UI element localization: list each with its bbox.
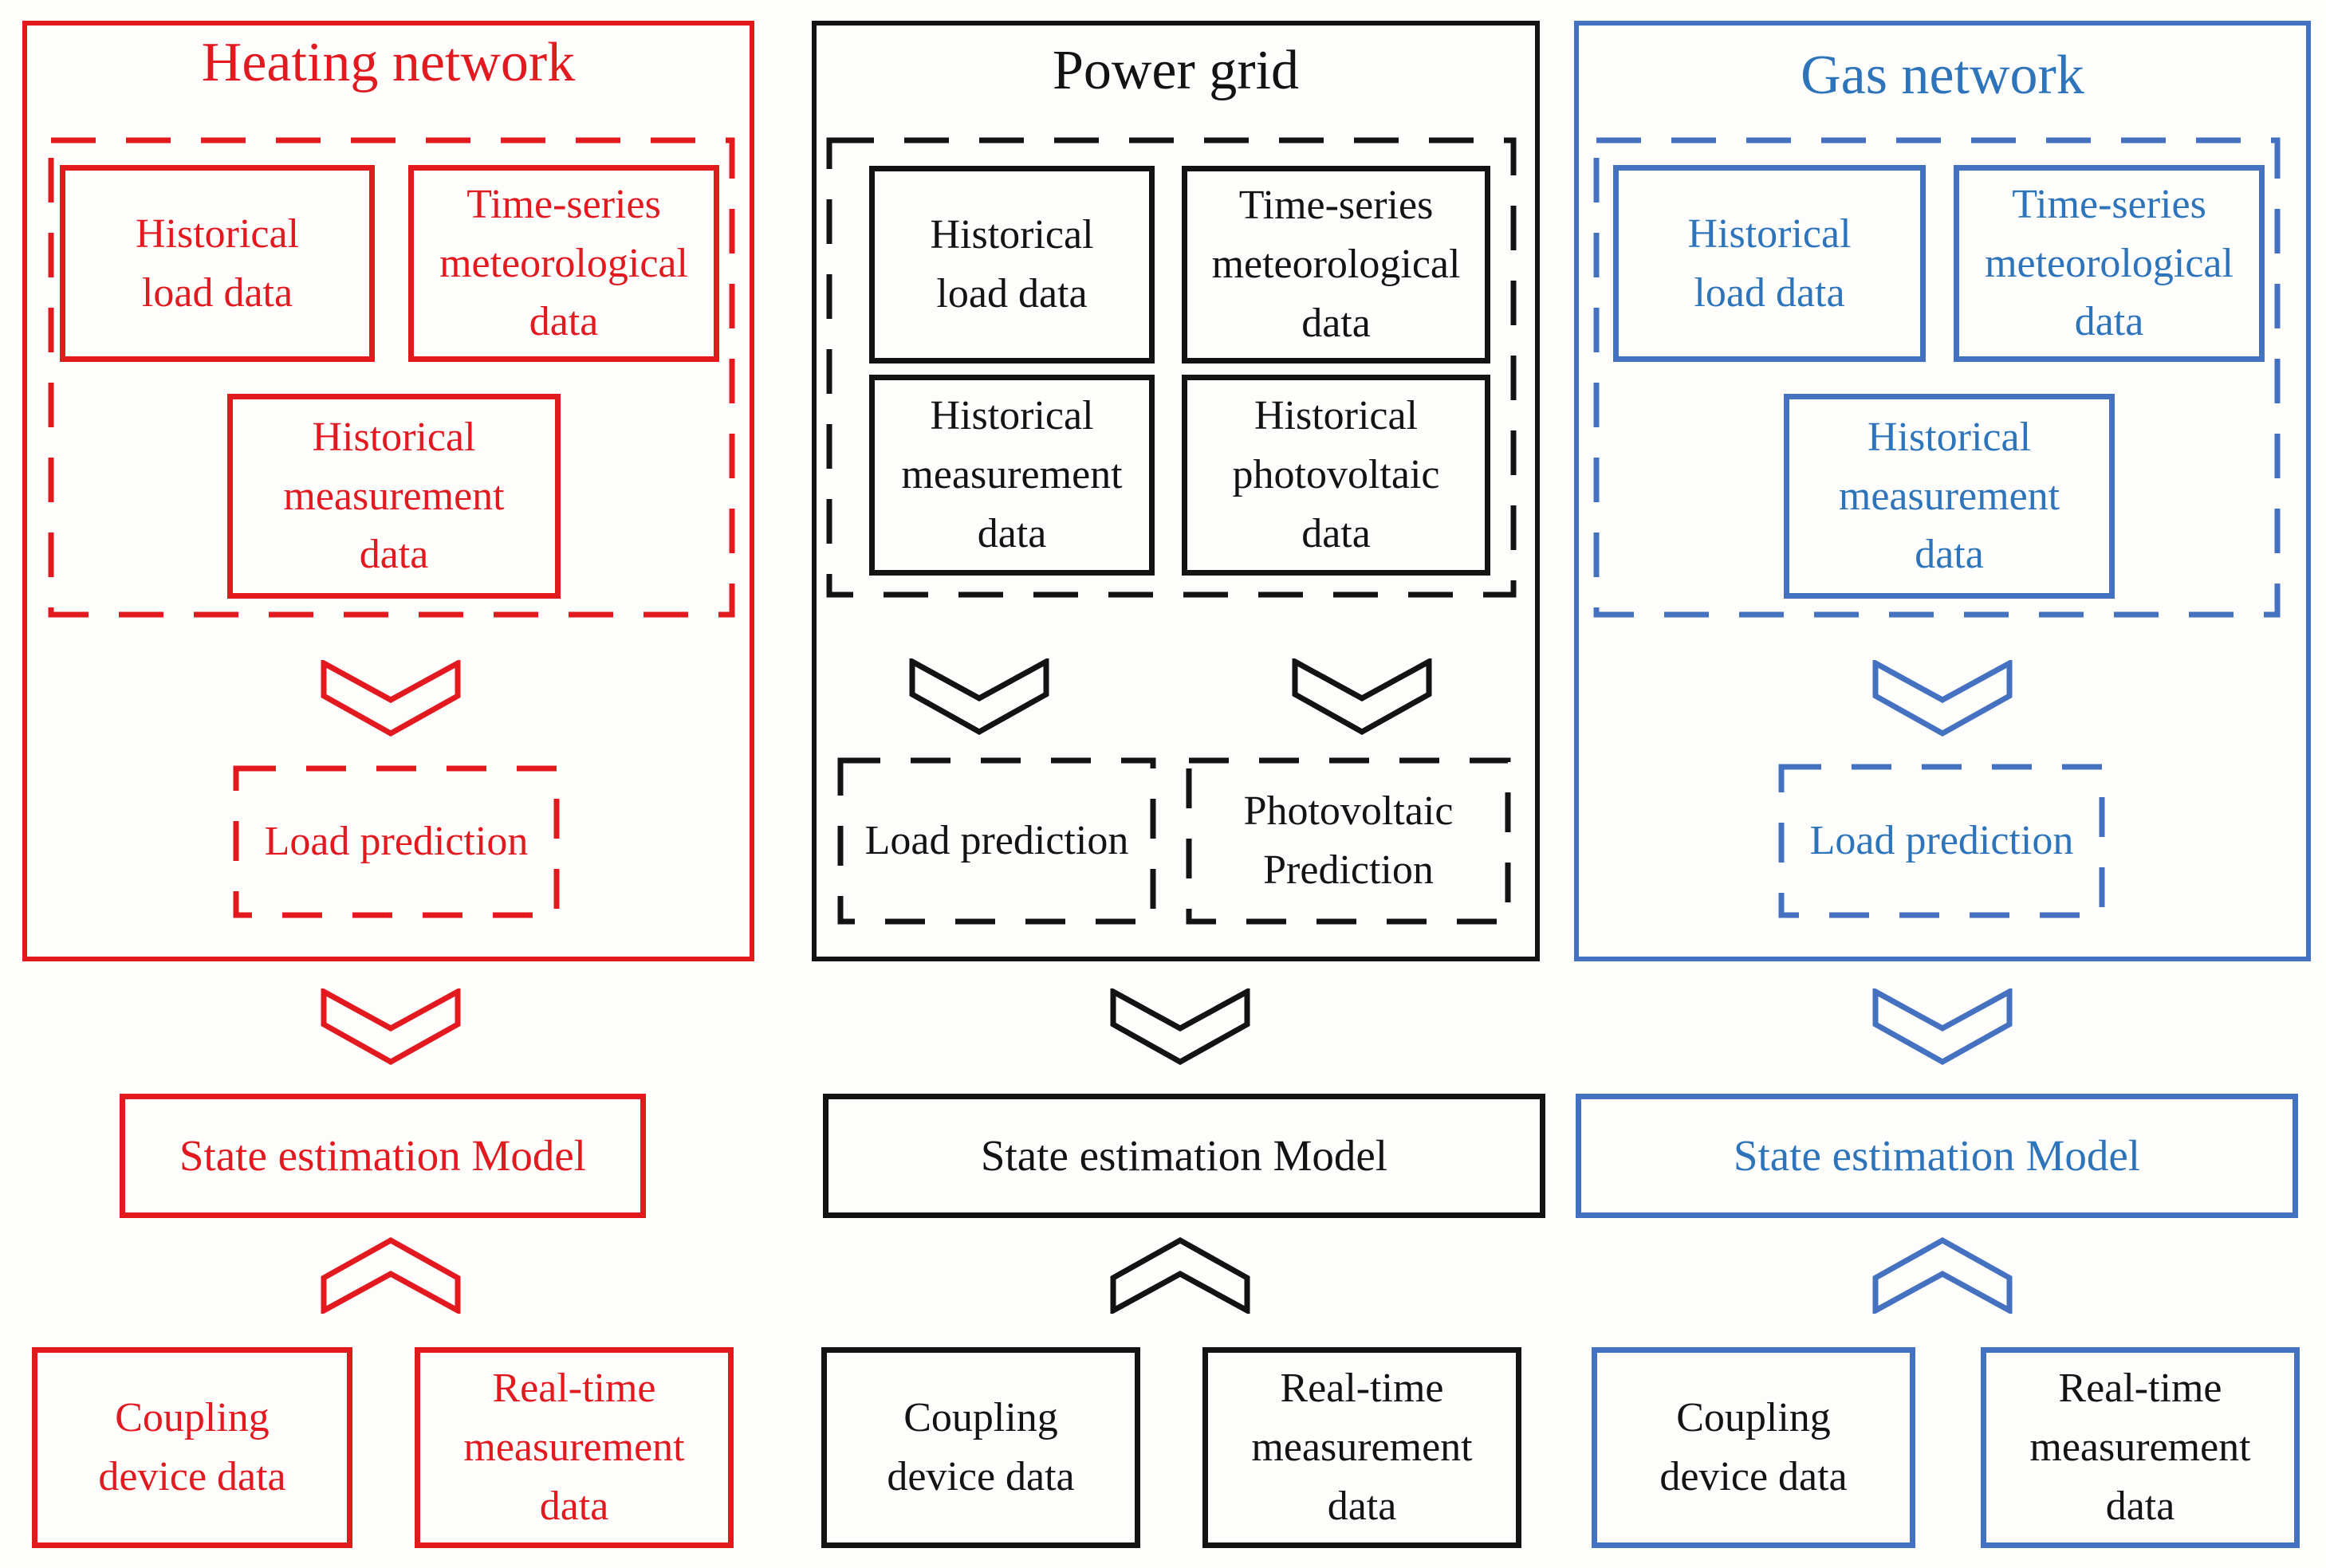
heating-title: Heating network xyxy=(201,32,576,93)
chevron-up-icon xyxy=(1110,1237,1250,1314)
power-load-prediction-box: Load prediction xyxy=(837,757,1156,925)
gas-load-prediction-label: Load prediction xyxy=(1809,818,2074,864)
heating-load-prediction-box: Load prediction xyxy=(233,765,560,918)
chevron-down-icon xyxy=(1872,660,2013,737)
chevron-up-icon xyxy=(321,1237,461,1314)
chevron-down-icon xyxy=(1110,988,1250,1065)
power-state-estimation-model-box: State estimation Model xyxy=(823,1094,1545,1218)
gas-coupling-device-data-box: Coupling device data xyxy=(1592,1347,1915,1548)
power-outer-box xyxy=(812,21,1540,961)
power-historical-measurement-box: Historical measurement data xyxy=(869,375,1155,576)
heating-realtime-measurement-data-box: Real-time measurement data xyxy=(415,1347,734,1548)
heating-historical-load-box: Historical load data xyxy=(60,165,375,362)
gas-title: Gas network xyxy=(1801,45,2084,106)
chevron-down-icon xyxy=(909,658,1049,735)
chevron-down-icon xyxy=(1872,988,2013,1065)
power-photovoltaic-prediction-box: Photovoltaic Prediction xyxy=(1186,757,1511,925)
gas-outer-box xyxy=(1574,21,2311,961)
gas-load-prediction-box: Load prediction xyxy=(1778,764,2105,918)
power-title: Power grid xyxy=(1052,40,1300,101)
gas-realtime-measurement-data-box: Real-time measurement data xyxy=(1981,1347,2300,1548)
gas-historical-load-box: Historical load data xyxy=(1613,165,1926,362)
heating-state-estimation-model-box: State estimation Model xyxy=(120,1094,646,1218)
power-historical-load-box: Historical load data xyxy=(869,166,1155,364)
power-photovoltaic-prediction-label: Photovoltaic Prediction xyxy=(1243,788,1454,893)
power-realtime-measurement-data-box: Real-time measurement data xyxy=(1202,1347,1521,1548)
power-historical-photovoltaic-box: Historical photovoltaic data xyxy=(1182,375,1490,576)
power-coupling-device-data-box: Coupling device data xyxy=(821,1347,1140,1548)
heating-input-group-dashed-box xyxy=(48,137,735,618)
heating-timeseries-meteorological-box: Time-series meteorological data xyxy=(408,165,719,362)
power-timeseries-meteorological-box: Time-series meteorological data xyxy=(1182,166,1490,364)
gas-timeseries-meteorological-box: Time-series meteorological data xyxy=(1954,165,2265,362)
chevron-up-icon xyxy=(1872,1237,2013,1314)
chevron-down-icon xyxy=(321,988,461,1065)
power-load-prediction-label: Load prediction xyxy=(864,818,1129,864)
chevron-down-icon xyxy=(321,660,461,737)
heating-historical-measurement-box: Historical measurement data xyxy=(227,394,561,599)
gas-input-group-dashed-box xyxy=(1593,137,2281,618)
gas-state-estimation-model-box: State estimation Model xyxy=(1576,1094,2298,1218)
heating-outer-box xyxy=(22,21,754,961)
power-input-group-dashed-box xyxy=(826,137,1517,598)
gas-historical-measurement-box: Historical measurement data xyxy=(1784,394,2115,599)
heating-load-prediction-label: Load prediction xyxy=(264,819,529,865)
heating-coupling-device-data-box: Coupling device data xyxy=(32,1347,352,1548)
chevron-down-icon xyxy=(1292,658,1432,735)
